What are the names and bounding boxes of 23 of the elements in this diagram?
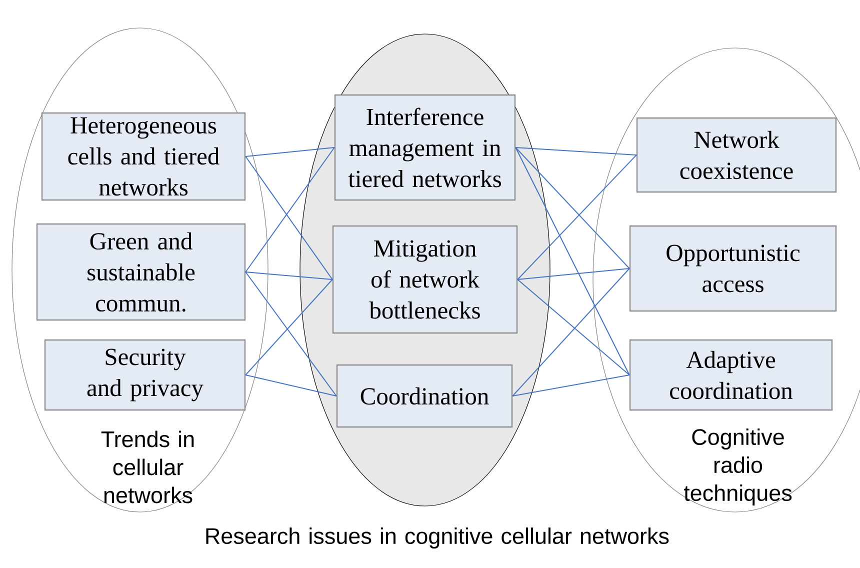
connector-line [512, 268, 630, 396]
text-box: Interference management in tiered networks [334, 94, 516, 201]
text-box: Opportunistic access [629, 225, 837, 312]
text-box: Green and sustainable commun. [36, 223, 246, 321]
connector-line [515, 147, 637, 156]
connector-line [515, 147, 630, 376]
connector-line [517, 154, 637, 280]
connector-line [245, 279, 333, 376]
text-box: Network coexistence [636, 117, 837, 193]
text-box: Security and privacy [44, 339, 246, 411]
connector-line [245, 272, 333, 280]
connector-line [512, 374, 630, 396]
connector-line [245, 147, 335, 157]
node-label: Research issues in cognitive cellular networks [206, 528, 669, 548]
text-box: Heterogeneous cells and tiered networks [41, 112, 246, 201]
connector-line [515, 147, 630, 269]
connector-line [245, 374, 337, 396]
text-box: Coordination [336, 364, 513, 428]
connector-line [517, 268, 630, 280]
connector-line [245, 272, 337, 396]
text-box: Mitigation of network bottlenecks [332, 225, 518, 334]
text-box: Adaptive coordination [629, 339, 833, 411]
connector-line [517, 279, 630, 376]
